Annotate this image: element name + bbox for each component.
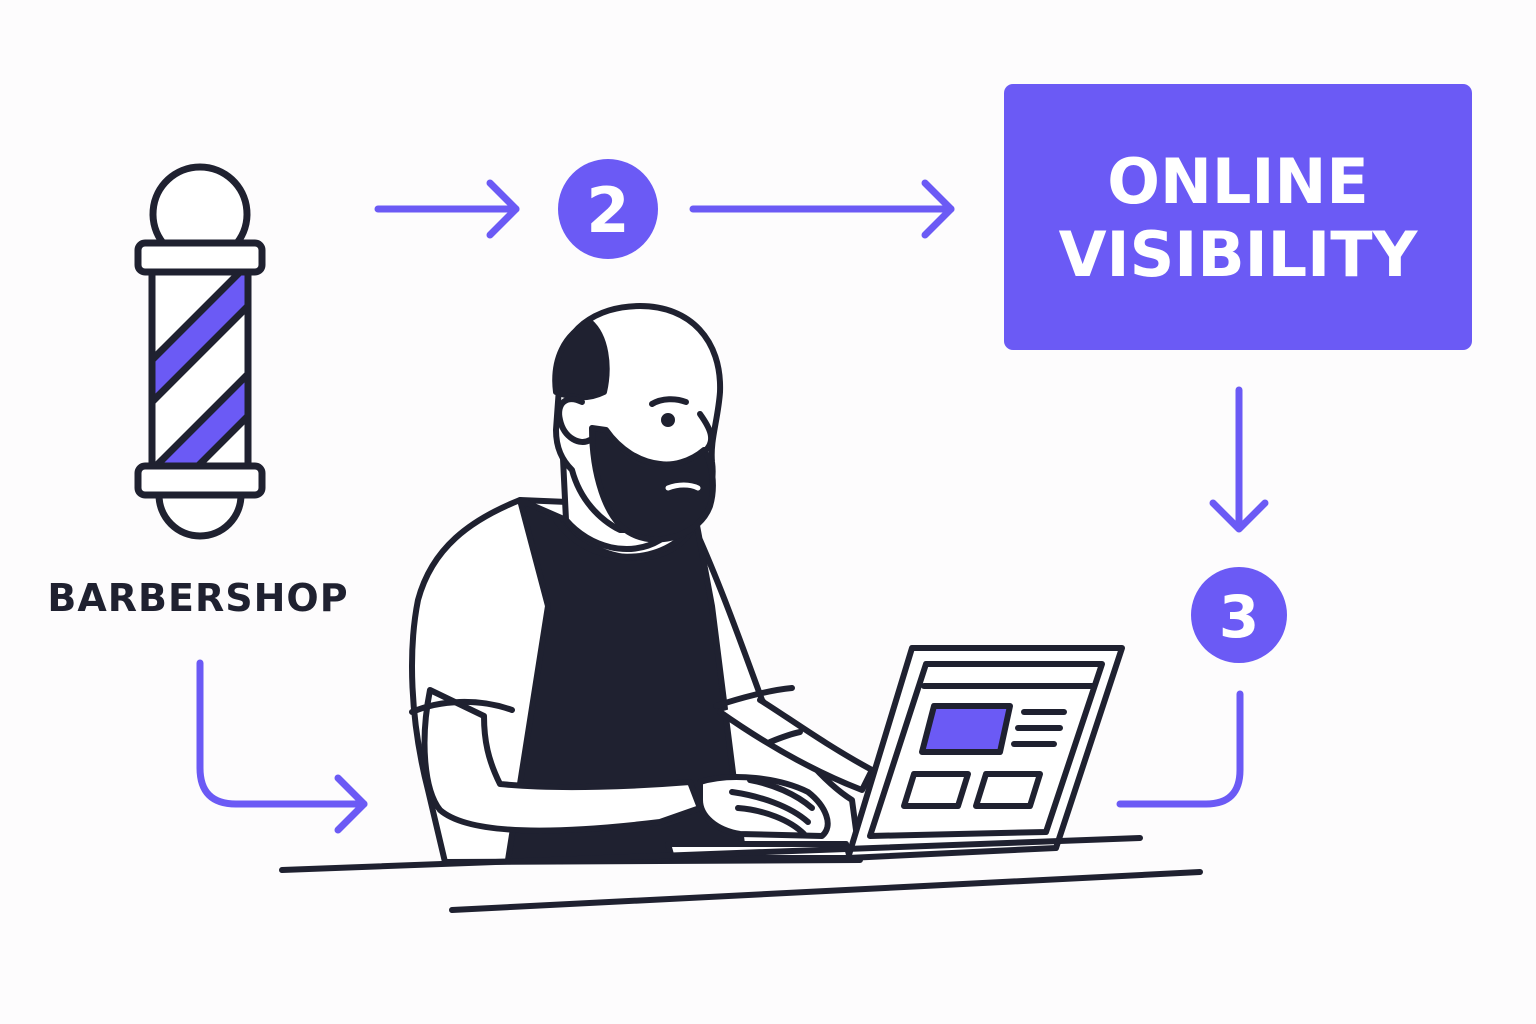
online-visibility-box: ONLINE VISIBILITY xyxy=(1004,84,1472,350)
barbershop-label: BARBERSHOP xyxy=(47,576,348,620)
step-3-badge: 3 xyxy=(1191,567,1287,663)
barber-person-illustration xyxy=(409,303,875,865)
laptop-icon xyxy=(665,645,1125,861)
online-visibility-line-1: ONLINE xyxy=(1107,145,1368,218)
desk xyxy=(279,835,1203,913)
online-visibility-line-2: VISIBILITY xyxy=(1059,218,1419,291)
arrow-to-person xyxy=(196,659,368,834)
arrow-to-step-3 xyxy=(1209,386,1269,533)
barber-pole-icon xyxy=(134,163,266,540)
step-2-number: 2 xyxy=(586,174,629,247)
step-3-number: 3 xyxy=(1219,583,1259,651)
connector-from-step-3 xyxy=(1116,690,1244,808)
step-2-badge: 2 xyxy=(558,159,658,259)
arrow-to-step-2 xyxy=(374,179,520,239)
arrow-to-online-visibility xyxy=(689,179,955,239)
